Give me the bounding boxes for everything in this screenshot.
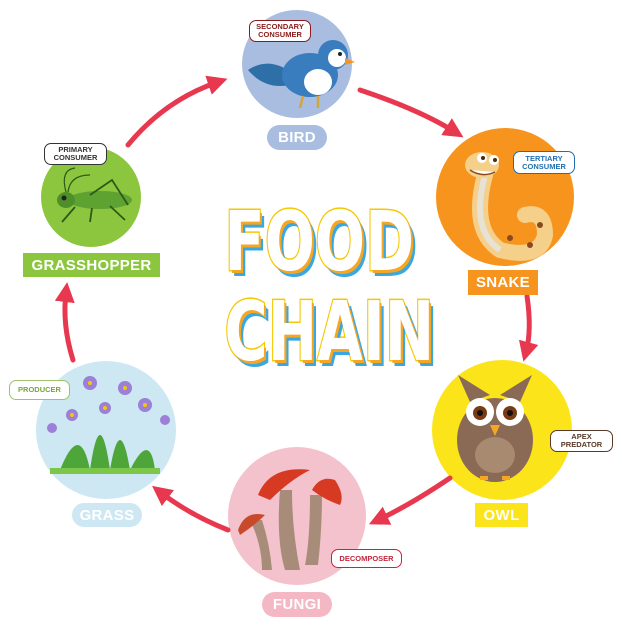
label-grasshopper: GRASSHOPPER [23, 253, 160, 277]
arrow-bird-to-snake [357, 87, 464, 138]
label-bird: BIRD [267, 125, 327, 150]
arrow-grasshopper-to-bird [125, 75, 228, 148]
role-tag-owl: APEX PREDATOR [550, 430, 613, 452]
role-tag-snake: TERTIARY CONSUMER [513, 151, 575, 174]
label-snake: SNAKE [468, 270, 538, 295]
grass-illustration [47, 376, 170, 474]
role-tag-grasshopper: PRIMARY CONSUMER [44, 143, 107, 165]
role-tag-bird: SECONDARY CONSUMER [249, 20, 311, 42]
label-grass: GRASS [72, 503, 142, 527]
role-tag-grass: PRODUCER [9, 380, 70, 400]
fungi-illustration [238, 469, 342, 570]
label-fungi: FUNGI [262, 592, 332, 617]
title-food: FOOD [223, 195, 415, 290]
label-owl: OWL [475, 503, 528, 527]
arrow-owl-to-fungi [368, 475, 453, 525]
role-tag-fungi: DECOMPOSER [331, 549, 402, 568]
bird-illustration [248, 40, 355, 109]
snake-illustration [465, 152, 554, 261]
arrow-snake-to-owl [518, 293, 539, 362]
arrow-grass-to-grasshopper [54, 282, 76, 363]
arrow-fungi-to-grass [152, 485, 231, 533]
owl-illustration [457, 375, 533, 482]
grasshopper-illustration [57, 167, 132, 223]
title-chain: CHAIN [223, 285, 435, 380]
